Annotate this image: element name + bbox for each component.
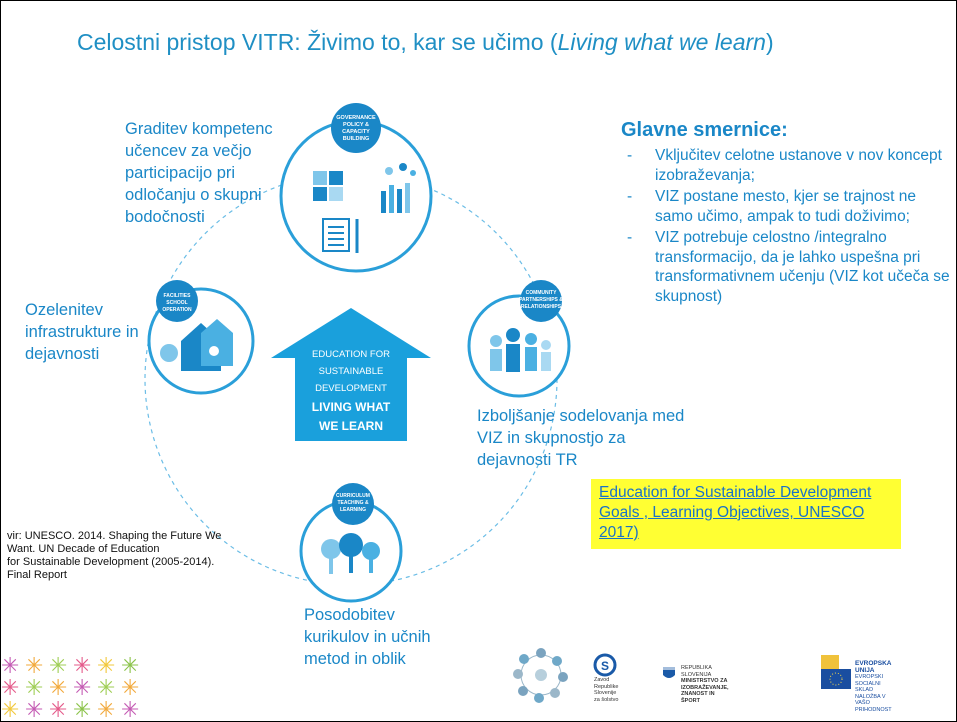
svg-text:BUILDING: BUILDING: [343, 136, 370, 142]
label-line: dejavnosti TR: [477, 451, 578, 469]
label-line: VIZ in skupnostjo za: [477, 429, 626, 447]
svg-text:✳: ✳: [25, 698, 43, 721]
decorative-stars-icon: ✳✳✳✳✳✳ ✳✳✳✳✳✳ ✳✳✳✳✳✳: [1, 654, 139, 721]
house-line-3: DEVELOPMENT: [315, 383, 387, 394]
zavod-logo-icon: S: [593, 653, 617, 677]
label-line: Ozelenitev: [25, 301, 103, 319]
source-line: Want. UN Decade of Education: [7, 543, 160, 555]
house-line-4: LIVING WHAT: [312, 400, 391, 414]
label-line: dejavnosti: [25, 345, 100, 363]
svg-text:✳: ✳: [97, 676, 115, 701]
svg-text:✳: ✳: [97, 698, 115, 721]
svg-text:✳: ✳: [49, 698, 67, 721]
guidelines-heading: Glavne smernice:: [621, 119, 788, 141]
svg-text:✳: ✳: [73, 698, 91, 721]
label-line: infrastrukture in: [25, 323, 139, 341]
title-tail: ): [765, 29, 774, 55]
house-icon: EDUCATION FOR SUSTAINABLE DEVELOPMENT LI…: [271, 308, 431, 441]
svg-text:FACILITIES: FACILITIES: [164, 293, 192, 299]
eu-logo-text: EVROPSKA UNIJA EVROPSKI SOCIALNI SKLAD N…: [855, 660, 892, 713]
guideline-item: VIZ potrebuje celostno /integralno trans…: [621, 228, 951, 306]
title-text: Celostni pristop VITR: Živimo to, kar se…: [77, 29, 558, 55]
slide-title: Celostni pristop VITR: Živimo to, kar se…: [77, 29, 774, 56]
svg-text:✳: ✳: [97, 654, 115, 679]
svg-text:GOVERNANCE: GOVERNANCE: [336, 115, 376, 121]
svg-text:OPERATION: OPERATION: [162, 307, 192, 313]
source-line: for Sustainable Development (2005-2014).: [7, 556, 215, 568]
title-italic: Living what we learn: [557, 29, 766, 55]
logos-graphics: S: [513, 648, 851, 703]
svg-text:✳: ✳: [73, 676, 91, 701]
source-citation: vir: UNESCO. 2014. Shaping the Future We…: [7, 530, 277, 582]
svg-text:CAPACITY: CAPACITY: [342, 129, 370, 135]
guideline-item: Vključitev celotne ustanove v nov koncep…: [621, 146, 951, 185]
svg-text:✳: ✳: [49, 676, 67, 701]
svg-text:✳: ✳: [121, 698, 139, 721]
label-line: kurikulov in učnih: [304, 628, 431, 646]
eu-logo-icon: [821, 655, 851, 689]
guidelines: Glavne smernice: Vključitev celotne usta…: [621, 119, 951, 308]
label-greening: Ozelenitev infrastrukture in dejavnosti: [25, 299, 139, 365]
svg-text:SCHOOL: SCHOOL: [166, 300, 187, 306]
label-cooperation: Izboljšanje sodelovanja med VIZ in skupn…: [477, 405, 684, 471]
svg-text:✳: ✳: [121, 676, 139, 701]
source-line: vir: UNESCO. 2014. Shaping the Future We: [7, 530, 222, 542]
svg-text:TEACHING &: TEACHING &: [337, 500, 369, 506]
house-line-2: SUSTAINABLE: [319, 366, 384, 377]
svg-text:CURRICULUM: CURRICULUM: [336, 493, 370, 499]
governance-circle: GOVERNANCE POLICY & CAPACITY BUILDING: [279, 103, 433, 273]
label-line: Graditev kompetenc: [125, 120, 273, 138]
label-line: bodočnosti: [125, 208, 205, 226]
slovenia-crest-icon: [663, 667, 675, 678]
zavod-logo-text: Zavod Republike Slovenije za šolstvo: [594, 677, 619, 703]
svg-text:✳: ✳: [1, 698, 19, 721]
svg-text:✳: ✳: [73, 654, 91, 679]
guidelines-list: Vključitev celotne ustanove v nov koncep…: [621, 146, 951, 306]
label-curriculum: Posodobitev kurikulov in učnih metod in …: [304, 604, 431, 670]
house-line-1: EDUCATION FOR: [312, 349, 390, 360]
svg-text:✳: ✳: [1, 654, 19, 679]
community-circle: COMMUNITY PARTNERSHIPS & RELATIONSHIPS: [467, 280, 571, 398]
svg-text:S: S: [601, 659, 609, 673]
label-line: metod in oblik: [304, 650, 406, 668]
sdg-ring-logo-icon: [513, 648, 568, 703]
reference-link-box: Education for Sustainable Development Go…: [591, 479, 901, 549]
label-line: participacijo pri: [125, 164, 236, 182]
label-line: Posodobitev: [304, 606, 395, 624]
svg-text:LEARNING: LEARNING: [340, 507, 366, 513]
svg-text:✳: ✳: [49, 654, 67, 679]
svg-text:✳: ✳: [1, 676, 19, 701]
svg-text:RELATIONSHIPS: RELATIONSHIPS: [521, 304, 562, 310]
svg-text:COMMUNITY: COMMUNITY: [526, 290, 557, 296]
svg-text:POLICY &: POLICY &: [343, 122, 369, 128]
reference-link[interactable]: Education for Sustainable Development Go…: [599, 484, 872, 541]
facilities-circle: FACILITIES SCHOOL OPERATION: [147, 280, 255, 395]
svg-text:✳: ✳: [25, 676, 43, 701]
house-line-5: WE LEARN: [319, 419, 383, 433]
label-line: učencev za večjo: [125, 142, 252, 160]
svg-text:PARTNERSHIPS &: PARTNERSHIPS &: [519, 297, 563, 303]
source-line: Final Report: [7, 569, 67, 581]
svg-text:✳: ✳: [25, 654, 43, 679]
guideline-item: VIZ postane mesto, kjer se trajnost ne s…: [621, 187, 951, 226]
svg-text:✳: ✳: [121, 654, 139, 679]
ministry-logo-text: REPUBLIKA SLOVENIJA MINISTRSTVO ZA IZOBR…: [681, 665, 729, 704]
curriculum-circle: CURRICULUM TEACHING & LEARNING: [299, 483, 403, 603]
label-line: odločanju o skupni: [125, 186, 262, 204]
label-competences: Graditev kompetenc učencev za večjo part…: [125, 118, 273, 228]
label-line: Izboljšanje sodelovanja med: [477, 407, 685, 425]
